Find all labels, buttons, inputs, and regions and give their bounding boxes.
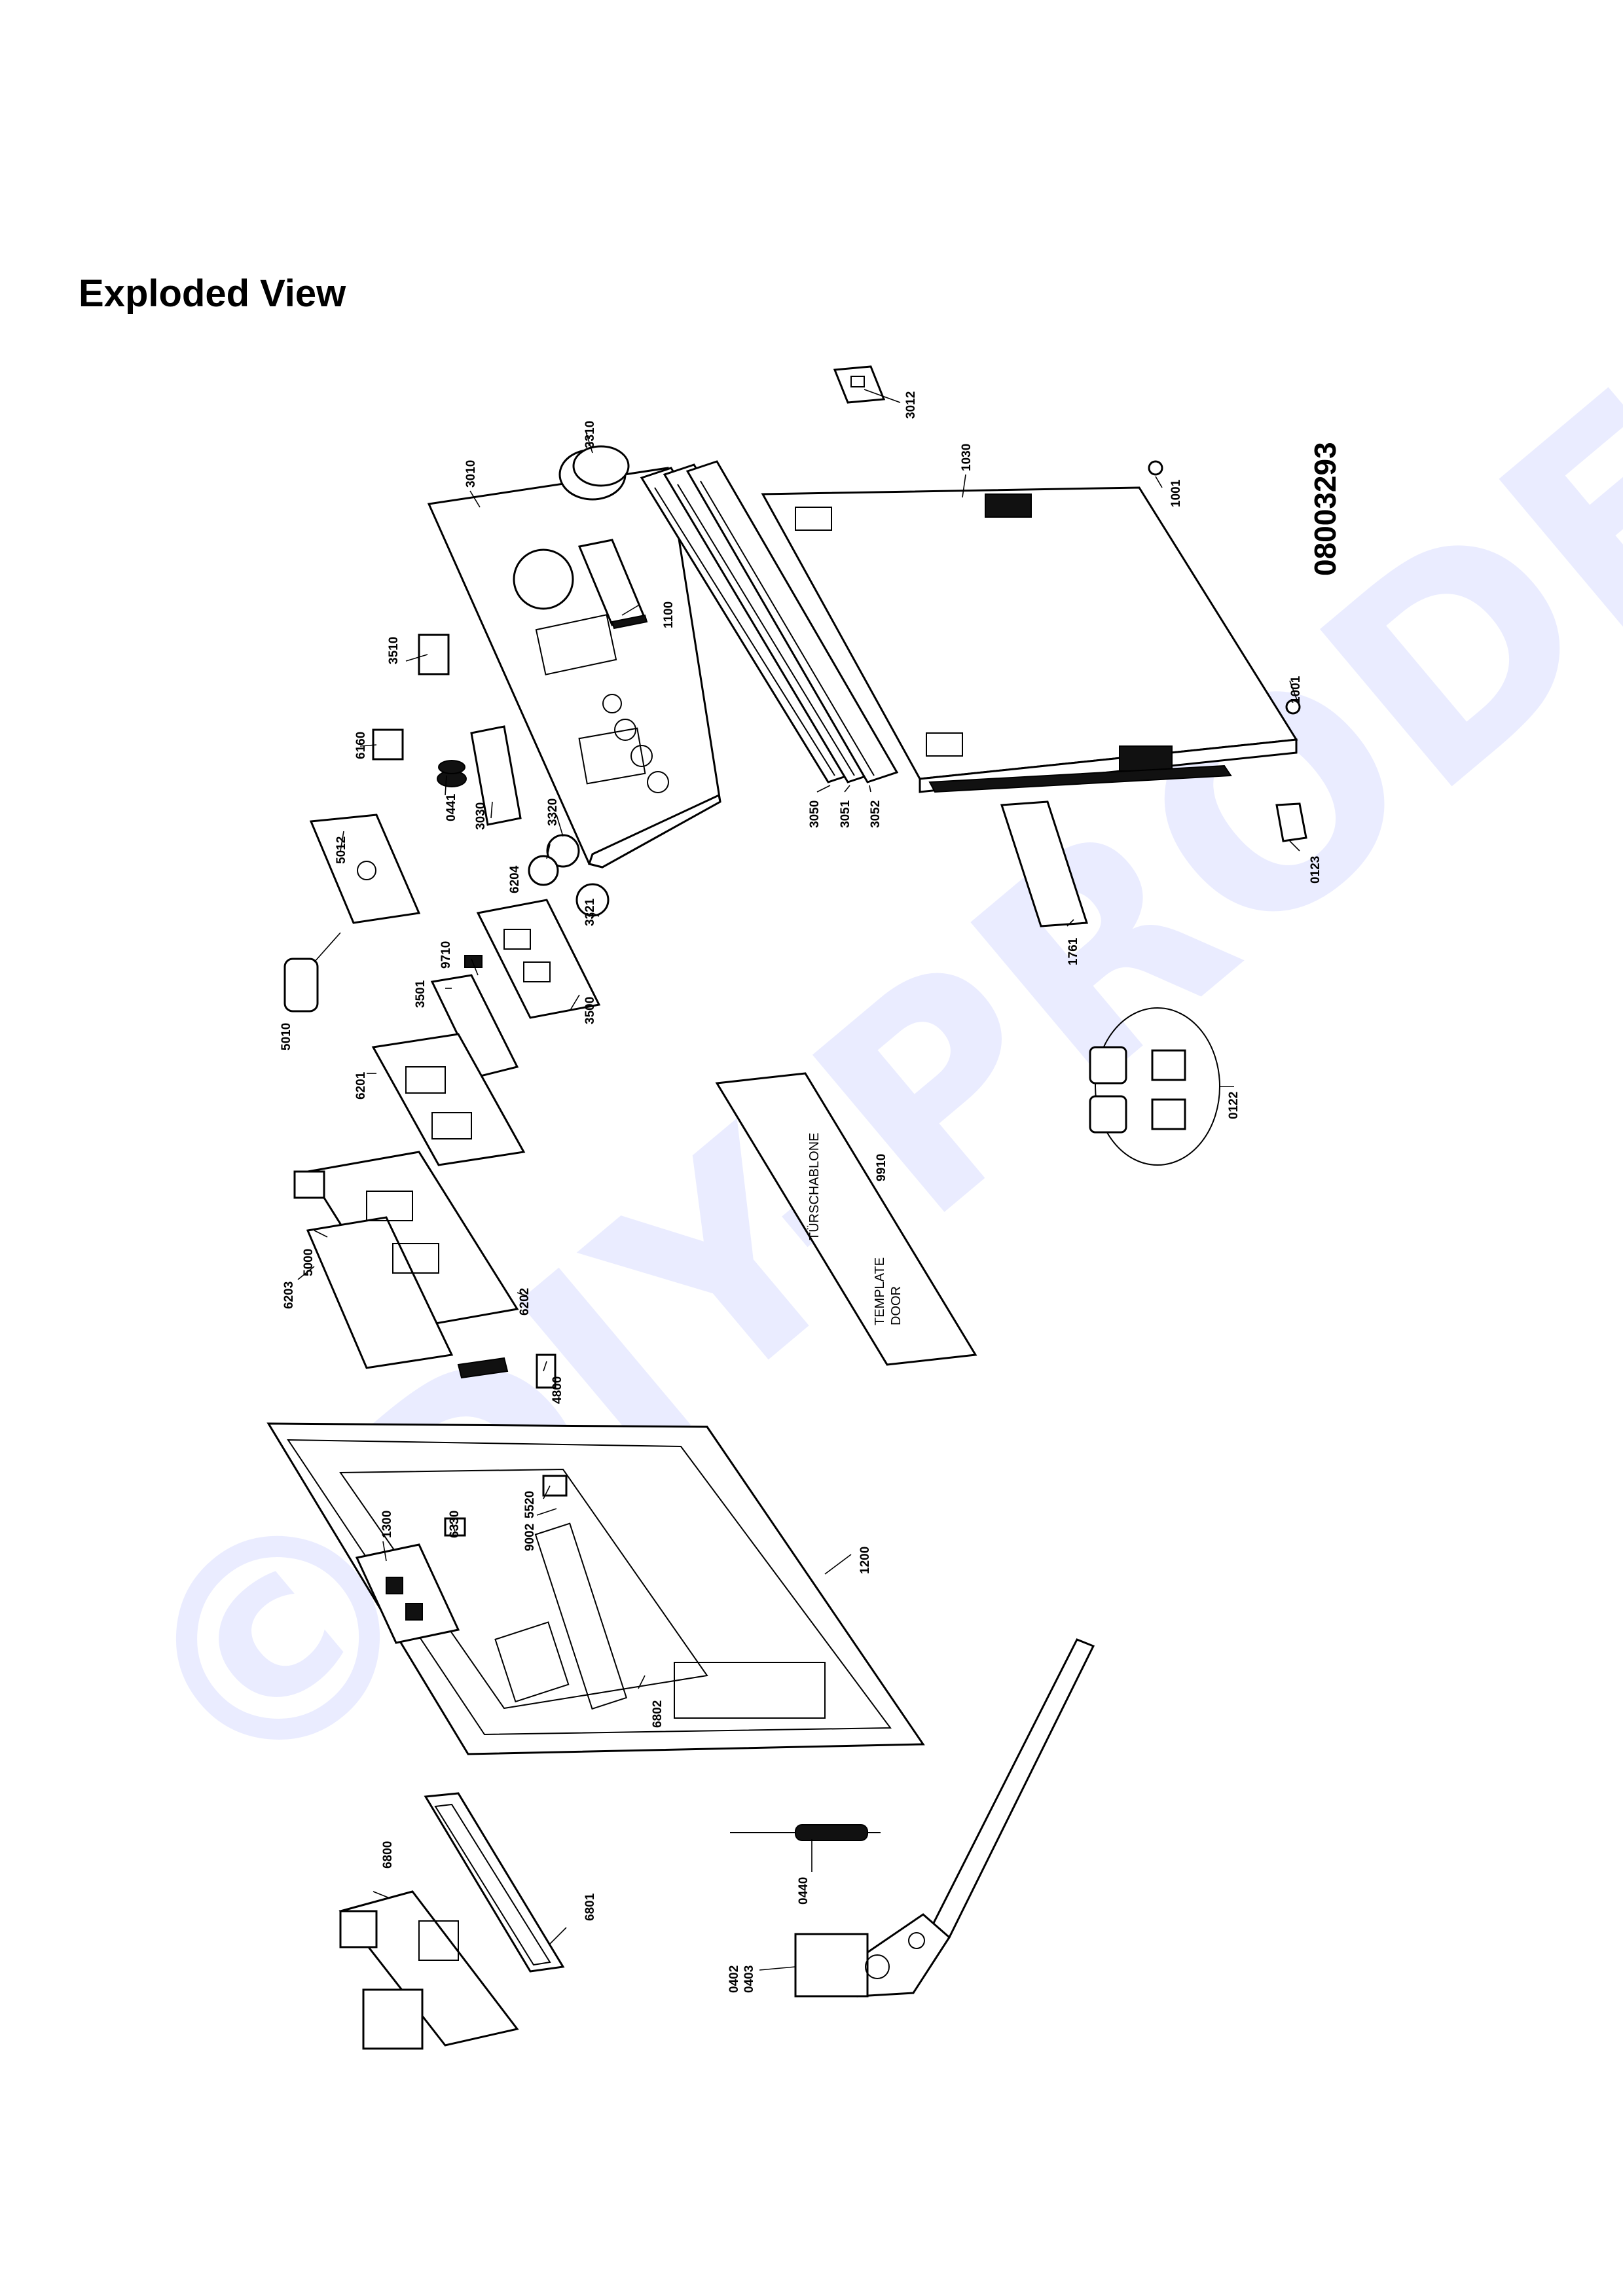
leader-lines [297,389,1300,1971]
display-frame-1100 [577,539,648,630]
page-title: Exploded View [79,272,346,315]
electronic-module-6201 [371,1033,526,1166]
label-3030: 3030 [474,802,488,830]
hinge-0402-0403 [794,1638,1095,1998]
part-3510 [418,634,450,675]
label-1200: 1200 [858,1547,872,1574]
label-0122: 0122 [1227,1092,1241,1119]
label-1001-right: 1001 [1289,675,1303,704]
label-3051: 3051 [839,800,852,828]
template-door-9910 [715,1072,977,1366]
label-3320: 3320 [546,798,560,826]
spring-0440 [730,1824,881,1841]
label-3052: 3052 [869,800,883,828]
label-6800: 6800 [381,1841,395,1869]
label-1300: 1300 [380,1511,394,1538]
template-line-2: TEMPLATE [873,1257,887,1325]
label-1001-top: 1001 [1169,479,1183,507]
template-line-3: DOOR [889,1286,903,1325]
part-labels: 3010 3310 3012 1030 1001 1001 3510 1100 … [280,391,1322,1993]
label-6330: 6330 [448,1511,462,1538]
side-strips-3050-3052 [640,460,899,783]
dispenser-1300 [355,1543,460,1644]
label-1030: 1030 [960,444,974,471]
label-3500: 3500 [583,997,597,1024]
watermark: ©DIY-PRODEJ.cz [68,0,1623,1857]
label-6203: 6203 [282,1282,296,1309]
label-6160: 6160 [354,732,368,759]
label-0441: 0441 [445,793,458,821]
label-4800: 4800 [551,1376,564,1404]
label-3050: 3050 [808,800,822,828]
label-9002: 9002 [523,1524,537,1551]
template-part-no: 9910 [875,1154,888,1181]
label-6202: 6202 [518,1288,532,1316]
part-6330 [444,1517,466,1537]
label-9710: 9710 [439,941,453,969]
control-panel-3010 [427,467,721,869]
label-5520: 5520 [523,1491,537,1518]
handle-6800 [338,1890,519,2050]
part-5520 [542,1475,568,1497]
label-3321: 3321 [583,898,597,926]
knob-3321 [575,883,610,917]
label-0440: 0440 [797,1877,811,1905]
part-6204 [528,855,559,886]
label-3310: 3310 [583,421,597,448]
template-labels: TÜRSCHABLONE 9910 TEMPLATE DOOR [807,1133,903,1325]
bracket-0123 [1275,802,1307,842]
part-4800 [457,1354,556,1389]
label-5012: 5012 [335,836,348,864]
screw-1001-top [1148,460,1163,476]
label-6201: 6201 [354,1071,368,1100]
label-3501: 3501 [414,980,428,1008]
template-line-1: TÜRSCHABLONE [807,1133,822,1240]
insulation-1761 [928,764,1232,927]
label-6802: 6802 [651,1700,665,1728]
part-6160 [372,728,404,761]
main-module-5000 [293,1151,519,1369]
label-6801: 6801 [583,1893,597,1921]
label-3012: 3012 [904,391,918,419]
document-number: 08003293 [1308,442,1342,576]
button-housing-3500 [476,899,601,1019]
label-5010: 5010 [280,1023,293,1050]
part-3030 [470,725,522,826]
bracket-5012 [309,814,421,924]
lever-5010 [283,932,341,1013]
label-3510: 3510 [387,637,401,664]
seal-6801 [424,1792,565,1973]
label-3010: 3010 [464,460,478,488]
knob-3310 [558,445,630,501]
label-6204: 6204 [508,865,522,893]
label-5000: 5000 [302,1249,316,1276]
label-0403: 0403 [742,1965,756,1993]
label-1761: 1761 [1067,937,1080,965]
pcb-3501 [430,955,519,1078]
label-0123: 0123 [1309,856,1322,884]
bracket-3012 [833,365,886,404]
label-1100: 1100 [662,601,676,628]
spring-0441 [437,760,467,787]
label-0402: 0402 [727,1965,741,1993]
